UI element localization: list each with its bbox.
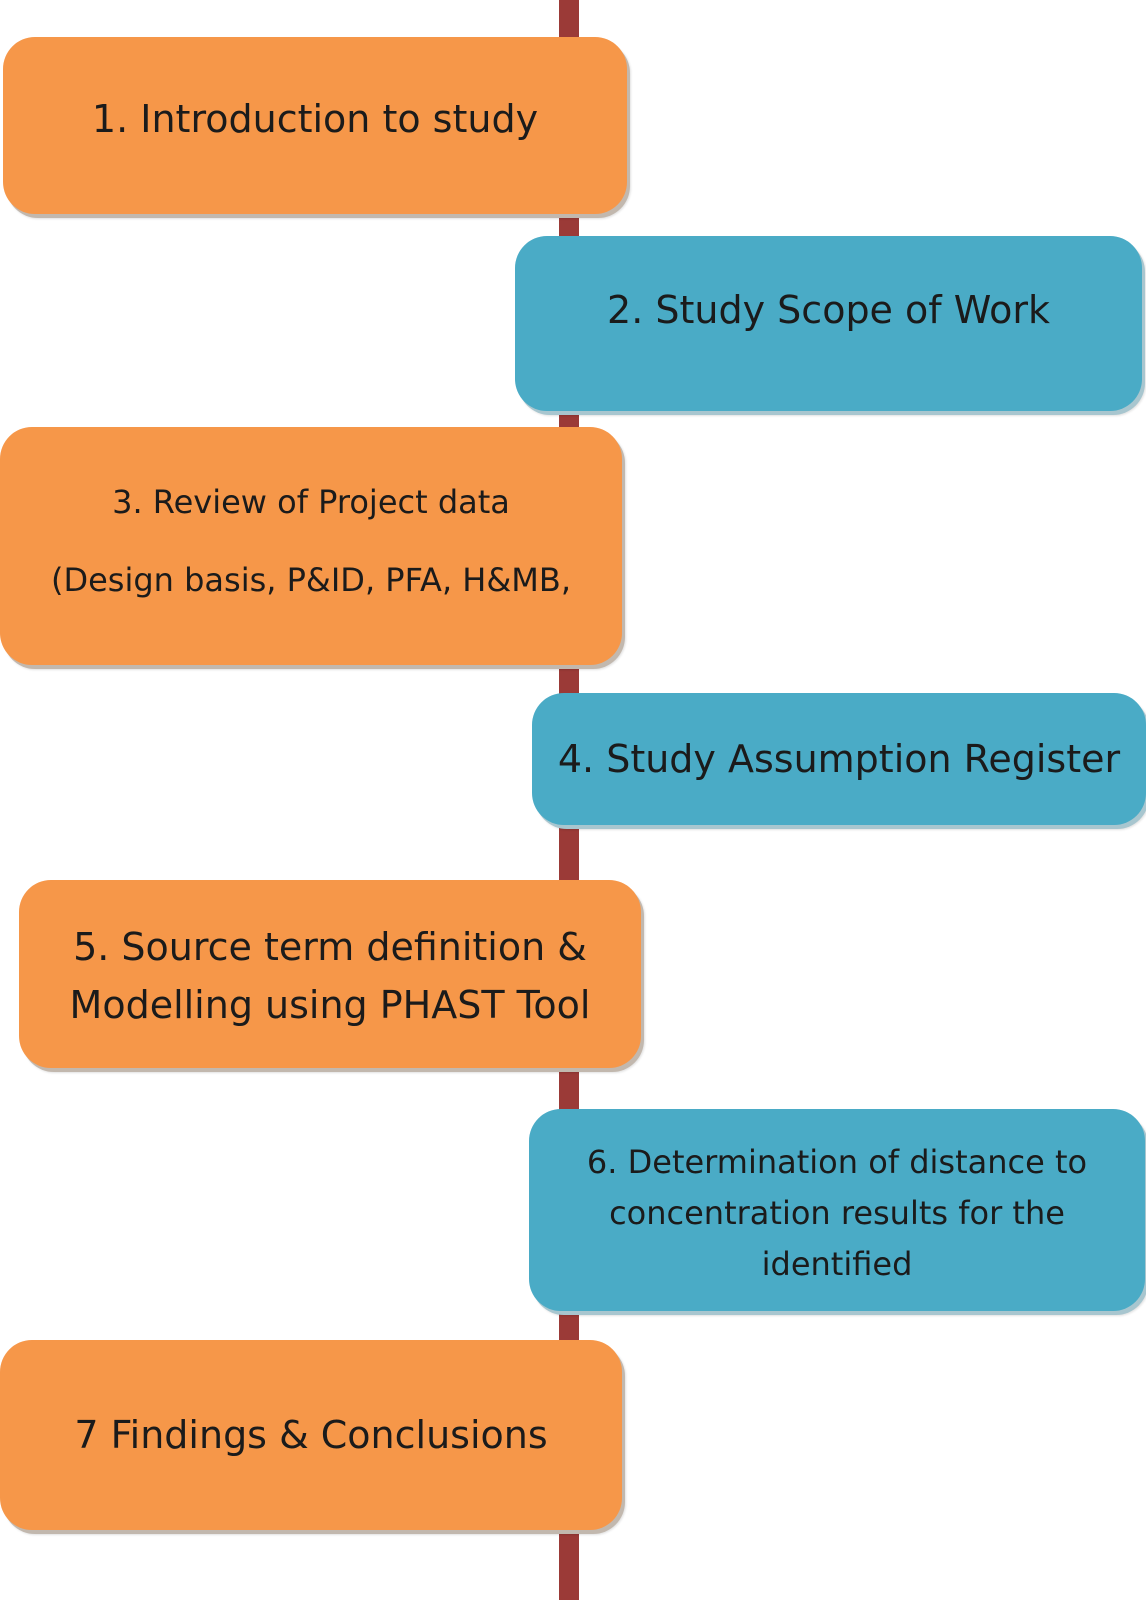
step-label: 5. Source term definition & (73, 925, 587, 969)
step-label: 1. Introduction to study (91, 97, 539, 141)
step-review-of-project-data: 3. Review of Project data (Design basis,… (0, 427, 622, 665)
step-introduction-to-study: 1. Introduction to study (3, 37, 627, 214)
step-source-term-definition: 5. Source term definition & Modelling us… (19, 880, 641, 1068)
step-label: 4. Study Assumption Register (557, 737, 1121, 781)
step-label: (Design basis, P&ID, PFA, H&MB, (50, 561, 572, 599)
step-study-assumption-register: 4. Study Assumption Register (532, 693, 1146, 825)
step-determination-of-distance: 6. Determination of distance to concentr… (529, 1109, 1145, 1311)
step-label: 3. Review of Project data (112, 483, 510, 521)
step-study-scope-of-work: 2. Study Scope of Work (515, 236, 1142, 411)
step-findings-and-conclusions: 7 Findings & Conclusions (0, 1340, 622, 1530)
step-label: concentration results for the (609, 1194, 1065, 1232)
step-label: 2. Study Scope of Work (607, 288, 1050, 332)
step-label: identified (761, 1245, 913, 1283)
step-label: Modelling using PHAST Tool (69, 983, 591, 1027)
step-label: 7 Findings & Conclusions (74, 1413, 548, 1457)
step-label: 6. Determination of distance to (586, 1143, 1088, 1181)
